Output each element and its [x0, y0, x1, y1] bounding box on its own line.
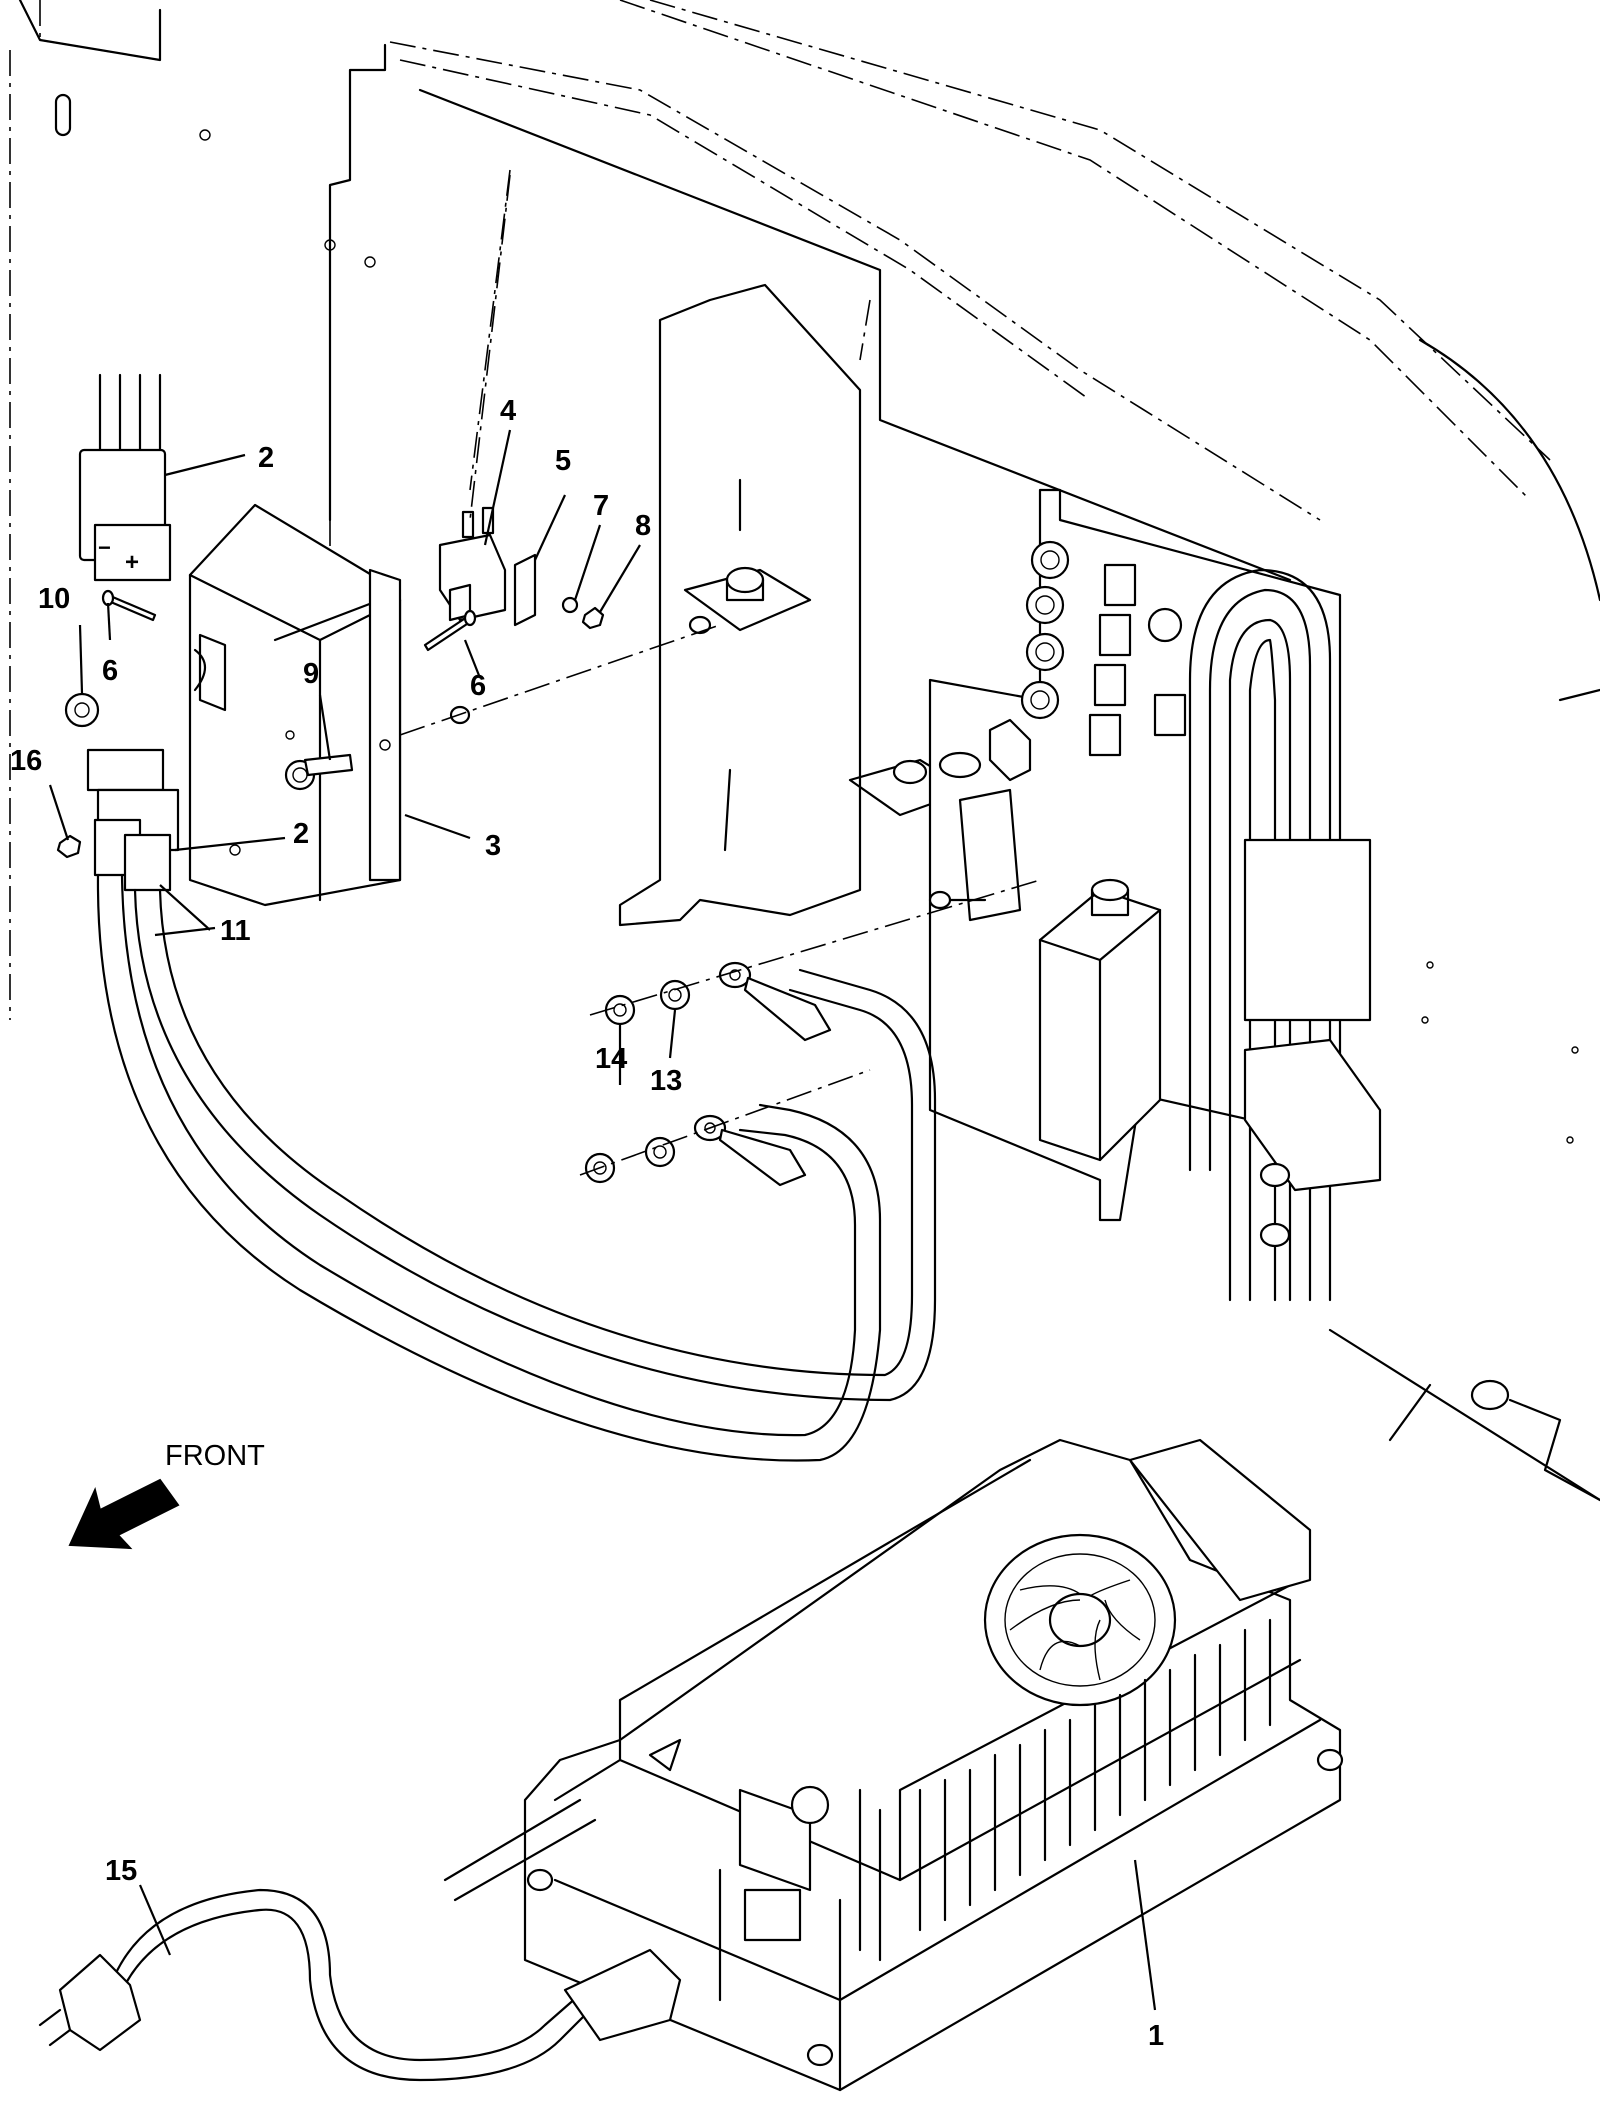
connector-top: − + — [78, 373, 172, 582]
callout-14: 14 — [595, 1043, 627, 1075]
callout-4: 4 — [500, 395, 516, 427]
callout-6-left: 6 — [102, 655, 118, 687]
leader-lines — [48, 429, 1157, 2011]
callout-2-top: 2 — [258, 442, 274, 474]
heat-sink-fins — [858, 1618, 1272, 1962]
callout-2-lower: 2 — [293, 818, 309, 850]
slot-hole — [54, 93, 72, 137]
callout-11: 11 — [220, 915, 251, 947]
callout-numbers: 1 2 2 3 4 5 6 6 7 8 9 10 11 13 14 15 16 — [10, 395, 1164, 2052]
connector-housing-right — [1243, 838, 1372, 1022]
callout-6-right: 6 — [470, 670, 486, 702]
rocker-switches — [1088, 563, 1187, 757]
switch-knobs — [1020, 540, 1183, 720]
hardware — [56, 589, 712, 859]
switch-panel — [928, 488, 1579, 1222]
front-label: FRONT — [165, 1440, 265, 1472]
right-cable-loop — [1188, 568, 1382, 1302]
callout-3: 3 — [485, 830, 501, 862]
connector-lower — [86, 748, 180, 892]
callout-9: 9 — [303, 658, 319, 690]
ac-inlet — [743, 1888, 802, 1942]
minus-mark: − — [98, 535, 111, 560]
fuse-holder — [928, 718, 1032, 922]
battery-cables — [96, 624, 1041, 1462]
battery-charger — [443, 1438, 1344, 2092]
solenoid-block — [1038, 878, 1162, 1162]
mounting-panel — [199, 41, 1321, 582]
callout-13: 13 — [650, 1065, 682, 1097]
callout-5: 5 — [555, 445, 571, 477]
callout-1: 1 — [1148, 2020, 1164, 2052]
insulator-plate — [513, 553, 537, 627]
center-bracket — [618, 283, 972, 927]
ac-power-cord — [38, 1888, 682, 2082]
floor-phantom — [1328, 1328, 1600, 1502]
callout-15: 15 — [105, 1855, 137, 1887]
callout-10: 10 — [38, 583, 70, 615]
status-indicator — [790, 1785, 830, 1825]
charger-receptacle-housing — [188, 503, 402, 907]
vehicle-body-phantom — [9, 0, 1600, 1020]
callout-16: 16 — [10, 745, 42, 777]
callout-7: 7 — [593, 490, 609, 522]
high-voltage-warning-icon — [648, 1738, 682, 1772]
front-direction-indicator: FRONT — [68, 1440, 265, 1550]
plus-mark: + — [125, 549, 139, 576]
callout-8: 8 — [635, 510, 651, 542]
front-arrow-icon — [68, 1478, 180, 1550]
